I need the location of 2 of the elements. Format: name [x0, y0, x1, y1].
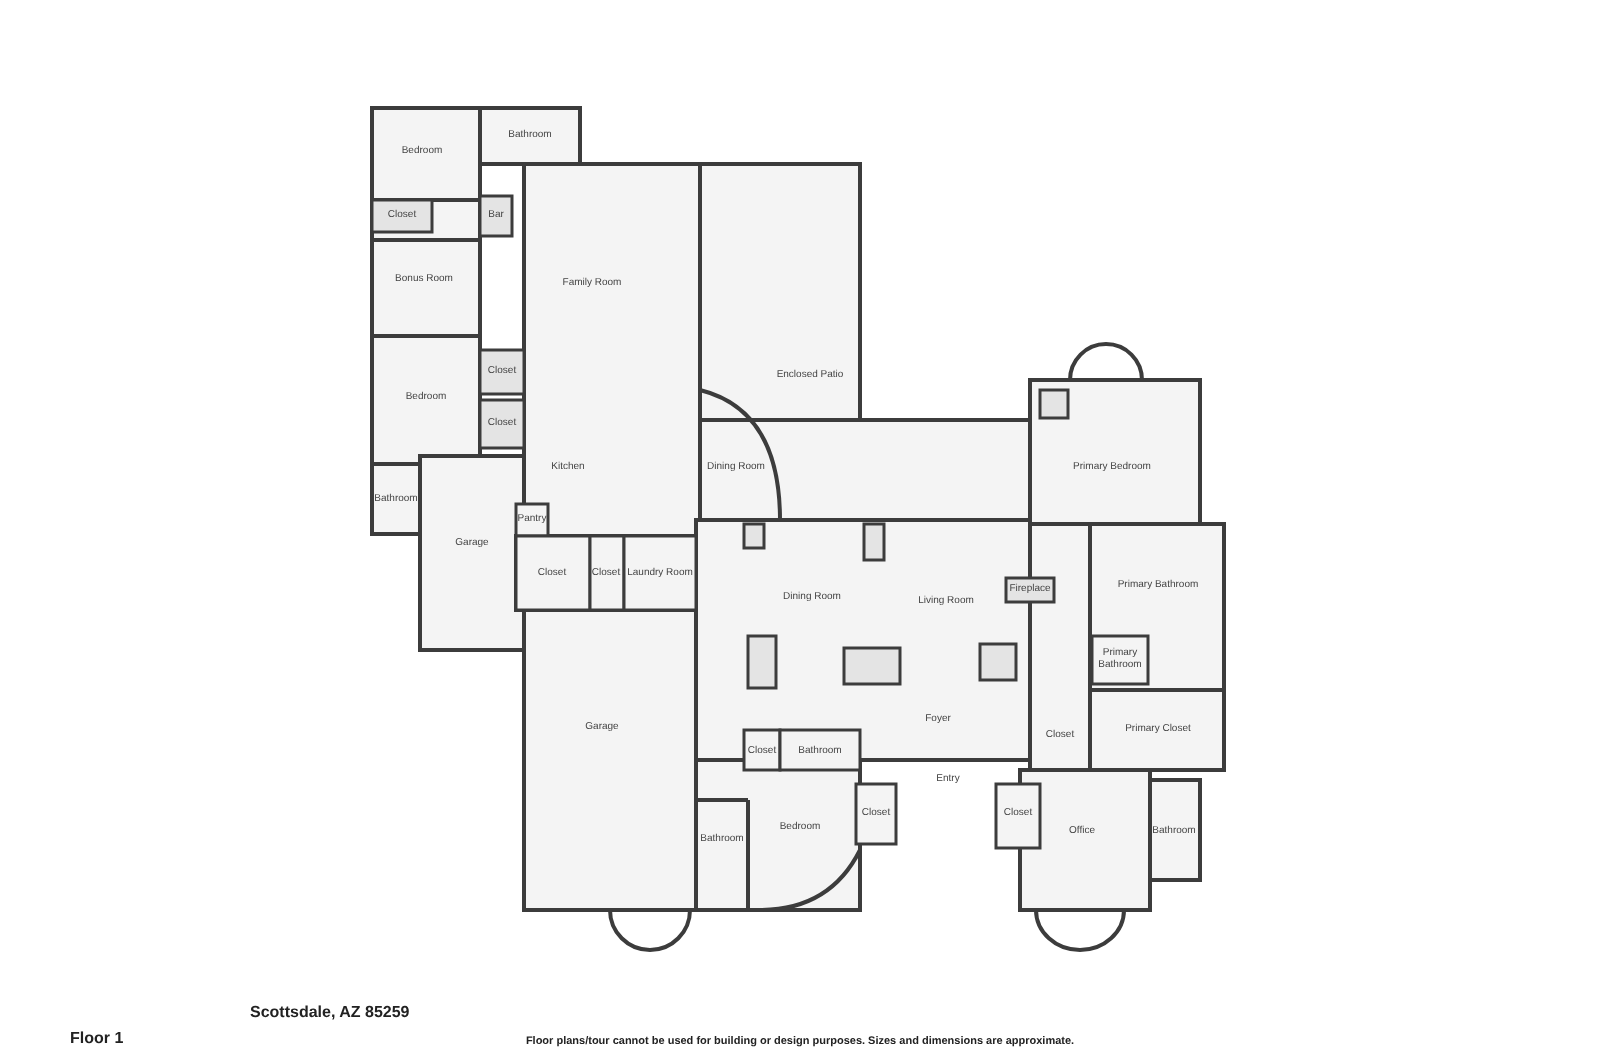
floor-label: Floor 1	[70, 1029, 124, 1047]
address-text: Scottsdale, AZ 85259	[250, 1003, 410, 1021]
